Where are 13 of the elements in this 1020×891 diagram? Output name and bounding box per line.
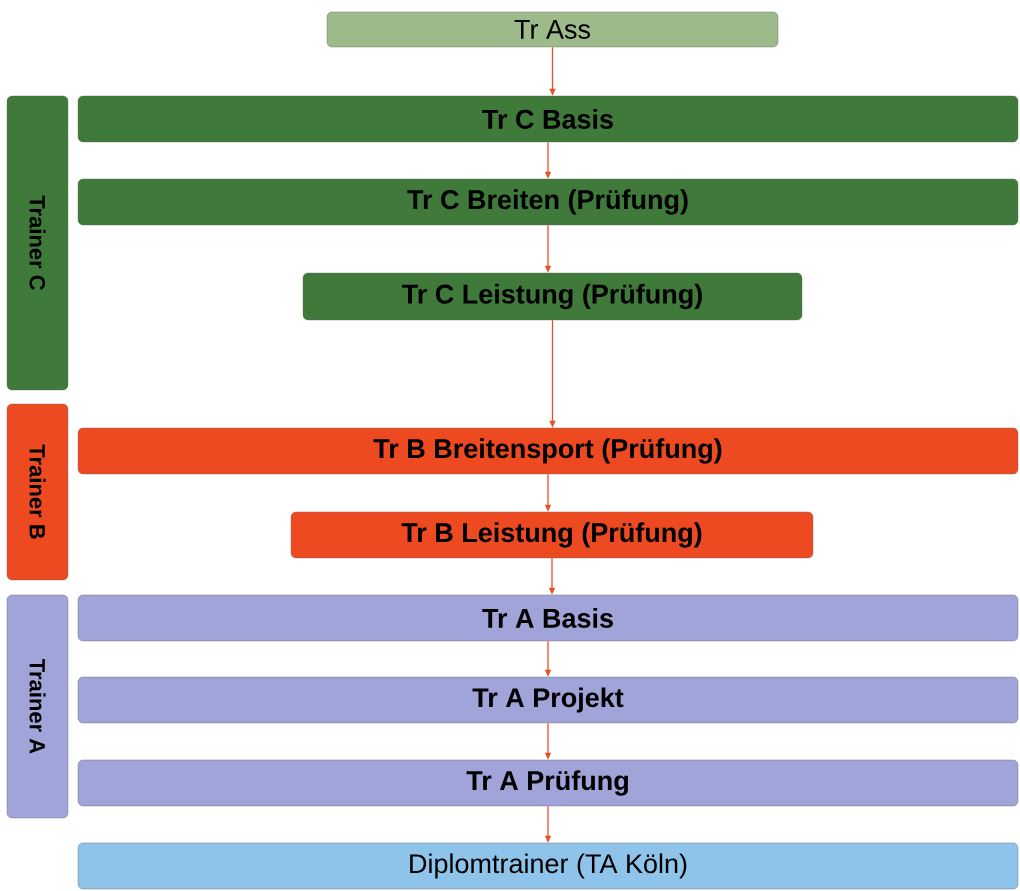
process-box: Tr A Projekt bbox=[77, 676, 1019, 724]
level-band: Trainer C bbox=[6, 95, 69, 391]
process-box: Tr Ass bbox=[326, 11, 779, 48]
process-box: Diplomtrainer (TA Köln) bbox=[77, 842, 1019, 890]
level-band: Trainer B bbox=[6, 403, 69, 581]
process-box: Tr B Leistung (Prüfung) bbox=[290, 511, 814, 559]
process-box: Tr C Leistung (Prüfung) bbox=[302, 272, 803, 321]
process-box: Tr B Breitensport (Prüfung) bbox=[77, 427, 1019, 475]
process-box: Tr A Prüfung bbox=[77, 759, 1019, 807]
process-box: Tr C Basis bbox=[77, 95, 1019, 143]
process-box: Tr C Breiten (Prüfung) bbox=[77, 178, 1019, 226]
process-box: Tr A Basis bbox=[77, 594, 1019, 642]
level-band: Trainer A bbox=[6, 594, 69, 819]
